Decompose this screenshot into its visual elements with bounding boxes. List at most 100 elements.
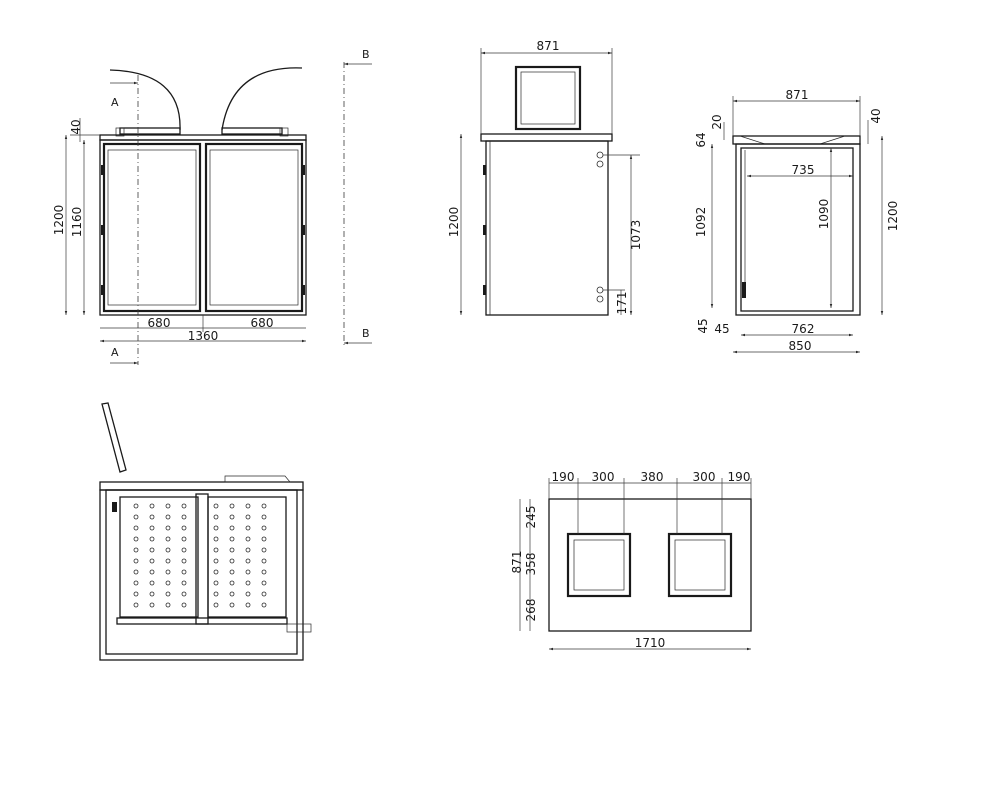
- side-view: 871 1200 1073 171: [447, 39, 643, 316]
- section-dim-762: 762: [792, 322, 815, 336]
- perforation-hole: [165, 536, 171, 542]
- perforation-hole: [261, 536, 267, 542]
- section-handle: [742, 282, 746, 298]
- section-dim-20: 20: [710, 114, 724, 129]
- perforation-hole: [213, 580, 219, 586]
- side-open-lid: [514, 65, 582, 131]
- perforation-hole: [245, 558, 251, 564]
- side-dim-1073: 1073: [629, 220, 643, 251]
- front-right-hinge: [279, 127, 289, 137]
- front-left-lid-arc: [109, 69, 181, 131]
- perforation-hole: [165, 525, 171, 531]
- perforation-hole: [165, 591, 171, 597]
- perforation-hole: [213, 547, 219, 553]
- perforation-hole: [213, 602, 219, 608]
- perforation-hole: [165, 503, 171, 509]
- perforation-hole: [165, 602, 171, 608]
- perforation-hole: [229, 547, 235, 553]
- interior-hole-grid: [133, 503, 267, 608]
- side-open-lid-inner: [520, 71, 576, 125]
- perforation-hole: [181, 569, 187, 575]
- perforation-hole: [229, 525, 235, 531]
- front-left-door: [102, 142, 202, 313]
- side-dim-1200: 1200: [447, 207, 461, 238]
- perforation-hole: [213, 569, 219, 575]
- perforation-hole: [133, 569, 139, 575]
- perforation-hole: [149, 525, 155, 531]
- section-lid-profile: [739, 135, 846, 145]
- plan-view: 190 300 380 300 190 245 871 358 268 1710: [510, 470, 752, 651]
- front-body: [99, 139, 307, 316]
- perforation-hole: [149, 514, 155, 520]
- perforation-hole: [149, 547, 155, 553]
- section-view: 871 40 20 64 735 1092 1090 1200 45 45 76…: [694, 88, 900, 354]
- perforation-hole: [133, 525, 139, 531]
- plan-dim-245: 245: [524, 506, 538, 529]
- plan-dim-300-right: 300: [693, 470, 716, 484]
- section-dim-45-left: 45: [696, 318, 710, 333]
- perforation-hole: [133, 580, 139, 586]
- perforation-hole: [229, 558, 235, 564]
- perforation-hole: [165, 547, 171, 553]
- side-hole-1: [596, 151, 604, 159]
- perforation-hole: [245, 547, 251, 553]
- perforation-hole: [229, 503, 235, 509]
- perforation-hole: [229, 591, 235, 597]
- perforation-hole: [245, 569, 251, 575]
- perforation-hole: [245, 525, 251, 531]
- perforation-hole: [165, 558, 171, 564]
- interior-top-plate: [99, 481, 304, 491]
- plan-dim-358: 358: [524, 553, 538, 576]
- plan-dim-380: 380: [641, 470, 664, 484]
- plan-left-bin: [566, 532, 632, 598]
- front-dim-680-right: 680: [251, 316, 274, 330]
- plan-dim-871: 871: [510, 551, 524, 574]
- perforation-hole: [213, 536, 219, 542]
- perforation-hole: [181, 514, 187, 520]
- front-section-a-label-bottom: A: [111, 346, 119, 359]
- side-top-plate: [480, 133, 613, 142]
- front-hinge-5: [302, 225, 305, 235]
- front-view: A A B B 40 1200 1160 680 680 1360: [52, 48, 372, 365]
- side-hole-2: [596, 160, 604, 168]
- interior-left-rack: [119, 496, 199, 618]
- front-hinge-1: [101, 165, 104, 175]
- side-hole-4: [596, 295, 604, 303]
- section-dim-64: 64: [694, 132, 708, 147]
- perforation-hole: [149, 503, 155, 509]
- perforation-hole: [165, 569, 171, 575]
- plan-outline: [548, 498, 752, 632]
- perforation-hole: [213, 558, 219, 564]
- perforation-hole: [229, 602, 235, 608]
- perforation-hole: [261, 503, 267, 509]
- side-hole-3: [596, 286, 604, 294]
- perforation-hole: [261, 602, 267, 608]
- front-hinge-2: [101, 225, 104, 235]
- front-dim-1160: 1160: [70, 207, 84, 238]
- perforation-hole: [213, 525, 219, 531]
- perforation-hole: [133, 558, 139, 564]
- plan-right-bin: [667, 532, 733, 598]
- section-dim-1090: 1090: [817, 199, 831, 230]
- interior-bottom-rail: [116, 617, 288, 625]
- perforation-hole: [245, 580, 251, 586]
- interior-pedal: [286, 623, 312, 633]
- perforation-hole: [229, 580, 235, 586]
- front-dim-680-left: 680: [148, 316, 171, 330]
- plan-right-bin-inner: [674, 539, 726, 591]
- perforation-hole: [261, 580, 267, 586]
- plan-dim-300-left: 300: [592, 470, 615, 484]
- perforation-hole: [133, 503, 139, 509]
- front-hinge-3: [101, 285, 104, 295]
- perforation-hole: [149, 580, 155, 586]
- perforation-hole: [213, 503, 219, 509]
- perforation-hole: [181, 558, 187, 564]
- perforation-hole: [149, 558, 155, 564]
- perforation-hole: [245, 591, 251, 597]
- perforation-hole: [181, 547, 187, 553]
- perforation-hole: [181, 591, 187, 597]
- front-right-door: [204, 142, 304, 313]
- perforation-hole: [229, 536, 235, 542]
- perforation-hole: [261, 591, 267, 597]
